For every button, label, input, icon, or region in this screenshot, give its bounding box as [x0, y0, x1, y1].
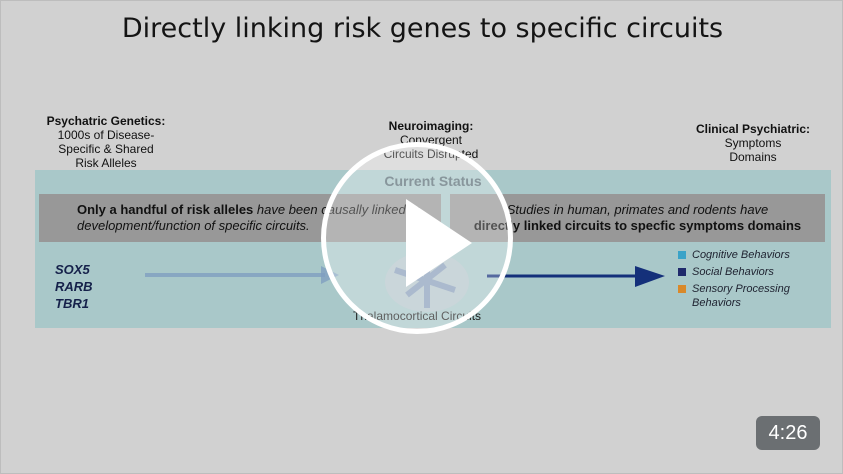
header-clinical: Clinical Psychiatric: Symptoms Domains	[691, 122, 815, 164]
status-left-strong: Only a handful of risk alleles	[77, 202, 254, 217]
play-button[interactable]	[321, 142, 513, 334]
status-right-text: Studies in human, primates and rodents h…	[506, 202, 769, 217]
gene-item: TBR1	[55, 296, 89, 311]
gene-item: RARB	[55, 279, 93, 294]
legend-swatch	[678, 285, 686, 293]
legend-swatch	[678, 268, 686, 276]
duration-badge: 4:26	[756, 416, 820, 450]
legend-label: Cognitive Behaviors	[692, 249, 790, 261]
legend-swatch	[678, 251, 686, 259]
header-genetics-title: Psychatric Genetics:	[46, 114, 166, 128]
legend-item-sensory: Sensory Processing Behaviors	[678, 282, 812, 310]
header-genetics-line: Specific & Shared	[58, 142, 154, 156]
header-clinical-line: Symptoms	[724, 136, 782, 150]
header-genetics-line: 1000s of Disease-	[57, 128, 155, 142]
gene-list: SOX5 RARB TBR1	[55, 261, 93, 312]
header-clinical-line: Domains	[729, 150, 777, 164]
header-clinical-title: Clinical Psychiatric:	[695, 122, 811, 136]
header-neuroimaging-title: Neuroimaging:	[388, 119, 474, 133]
arrow-head	[635, 266, 665, 287]
gene-item: SOX5	[55, 262, 90, 277]
legend-label: Sensory Processing Behaviors	[692, 283, 790, 309]
slide-title: Directly linking risk genes to specific …	[121, 13, 724, 44]
status-right-strong: directly linked circuits to specfic symp…	[473, 218, 802, 233]
legend-item-social: Social Behaviors	[678, 265, 812, 279]
behavior-legend: Cognitive Behaviors Social Behaviors Sen…	[678, 248, 812, 313]
legend-label: Social Behaviors	[692, 266, 774, 278]
status-box-right: Studies in human, primates and rodents h…	[450, 194, 825, 242]
play-icon	[406, 199, 472, 287]
legend-item-cognitive: Cognitive Behaviors	[678, 248, 812, 262]
header-genetics: Psychatric Genetics: 1000s of Disease- S…	[41, 114, 171, 170]
header-genetics-line: Risk Alleles	[75, 156, 137, 170]
